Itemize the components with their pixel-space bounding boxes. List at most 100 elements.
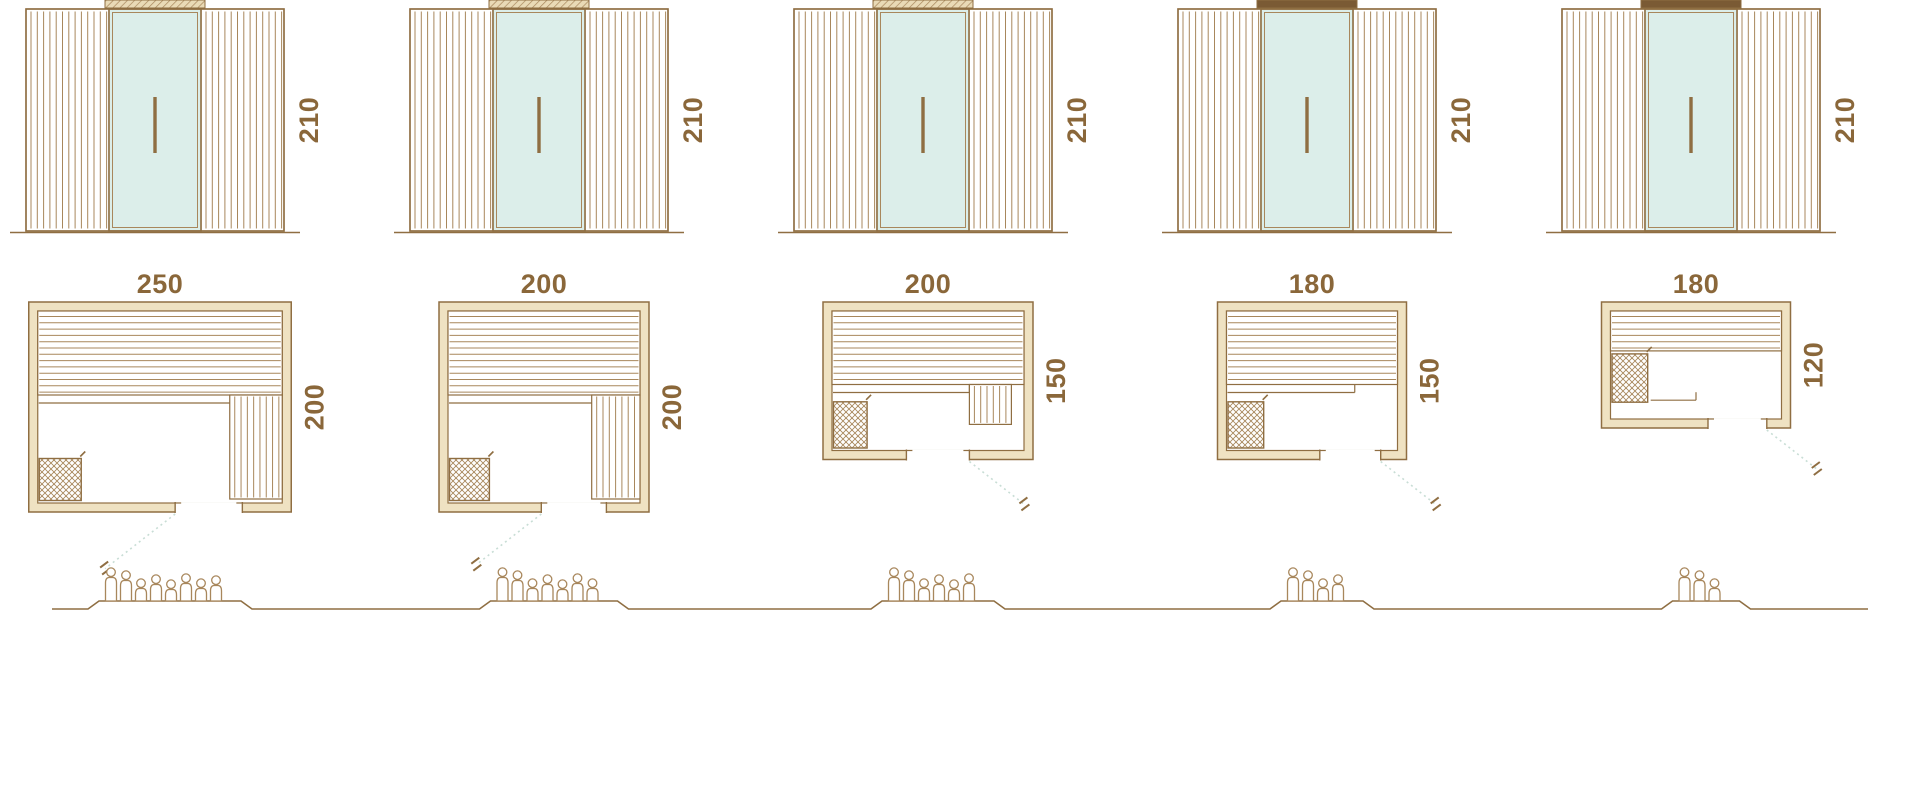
door-swing-dashed-line bbox=[1766, 429, 1818, 470]
heater bbox=[1611, 346, 1653, 403]
depth-dimension-label: 200 bbox=[299, 384, 329, 431]
elevation-top-edge bbox=[872, 0, 974, 9]
floor-plan-sauna-180x120: 180 120 bbox=[1600, 269, 1829, 476]
depth-dimension-label: 120 bbox=[1799, 342, 1829, 389]
wood-slat-panel bbox=[1561, 8, 1646, 232]
person-icon bbox=[962, 573, 976, 602]
bench-right bbox=[591, 394, 641, 500]
person-icon bbox=[887, 567, 901, 602]
bench-top bbox=[831, 310, 1025, 386]
open-door-leaf-mark bbox=[470, 556, 482, 572]
door-opening bbox=[1708, 418, 1767, 430]
person-icon bbox=[104, 567, 118, 602]
glass-door-inner-frame bbox=[1648, 12, 1734, 228]
capacity-group-sauna-180x120 bbox=[1678, 567, 1721, 602]
glass-door-inner-frame bbox=[112, 12, 198, 228]
wood-slat-panel bbox=[1736, 8, 1821, 232]
depth-dimension-label: 150 bbox=[1415, 357, 1445, 404]
wood-slat-panel bbox=[793, 8, 878, 232]
open-door-leaf-mark bbox=[1811, 461, 1823, 476]
bench-step-edge bbox=[1650, 392, 1697, 401]
door-opening bbox=[175, 502, 243, 514]
bench-step-edge bbox=[833, 384, 970, 394]
width-dimension-label: 200 bbox=[905, 269, 952, 299]
cabin-outer-frame bbox=[409, 8, 669, 232]
door-swing-dashed-line bbox=[104, 513, 176, 570]
person-icon bbox=[1678, 567, 1691, 602]
floor-plan-sauna-200x200: 200 200 bbox=[438, 269, 687, 572]
person-icon bbox=[1286, 567, 1300, 602]
width-dimension-label: 180 bbox=[1289, 269, 1336, 299]
heater bbox=[1227, 394, 1269, 449]
elevation-sauna-180x150: 210 bbox=[1162, 0, 1476, 234]
person-icon bbox=[511, 570, 524, 602]
person-icon bbox=[1708, 578, 1721, 602]
wood-slat-panel bbox=[1177, 8, 1262, 232]
bench-right bbox=[229, 394, 283, 500]
width-dimension-label: 250 bbox=[137, 269, 184, 299]
depth-dimension-label: 200 bbox=[657, 384, 687, 431]
person-icon bbox=[947, 579, 961, 602]
bench-right bbox=[968, 383, 1012, 426]
elevation-top-edge bbox=[1256, 0, 1358, 9]
cabin-outer-frame bbox=[1177, 8, 1437, 232]
glass-door-inner-frame bbox=[880, 12, 966, 228]
width-dimension-label: 180 bbox=[1673, 269, 1720, 299]
capacity-group-sauna-250x200 bbox=[104, 567, 223, 602]
ground-line bbox=[52, 600, 1868, 610]
person-icon bbox=[496, 567, 509, 602]
height-dimension-label: 210 bbox=[1062, 97, 1092, 144]
wood-slat-panel bbox=[584, 8, 669, 232]
wood-slat-panel bbox=[409, 8, 494, 232]
capacity-group-sauna-180x150 bbox=[1286, 567, 1345, 602]
heater bbox=[832, 394, 872, 449]
door-swing-dashed-line bbox=[968, 460, 1025, 506]
person-icon bbox=[209, 575, 223, 602]
elevation-sauna-200x150: 210 bbox=[778, 0, 1092, 234]
bench-top bbox=[37, 310, 283, 396]
person-icon bbox=[1316, 578, 1330, 602]
elevation-sauna-180x120: 210 bbox=[1546, 0, 1860, 234]
person-icon bbox=[526, 578, 539, 602]
capacity-group-sauna-200x150 bbox=[887, 567, 976, 602]
width-dimension-label: 200 bbox=[521, 269, 568, 299]
height-dimension-label: 210 bbox=[1446, 97, 1476, 144]
door-opening bbox=[541, 502, 607, 514]
person-icon bbox=[917, 578, 931, 602]
bench-top bbox=[447, 310, 641, 396]
elevation-sauna-250x200: 210 bbox=[10, 0, 324, 234]
floor-plan-sauna-180x150: 180 150 bbox=[1216, 269, 1445, 512]
heater bbox=[448, 450, 494, 502]
person-icon bbox=[902, 570, 916, 602]
wood-slat-panel bbox=[1352, 8, 1437, 232]
elevation-top-edge bbox=[1640, 0, 1742, 9]
cabin-outer-frame bbox=[793, 8, 1053, 232]
cabin-outer-frame bbox=[1561, 8, 1821, 232]
elevation-top-edge bbox=[488, 0, 590, 9]
elevation-top-edge bbox=[104, 0, 206, 9]
open-door-leaf-mark bbox=[1430, 496, 1442, 512]
person-icon bbox=[149, 574, 163, 602]
person-icon bbox=[134, 578, 148, 602]
capacity-row bbox=[0, 545, 1920, 640]
height-dimension-label: 210 bbox=[1830, 97, 1860, 144]
wood-slat-panel bbox=[968, 8, 1053, 232]
person-icon bbox=[1693, 570, 1706, 602]
floor-plan-sauna-250x200: 250 200 bbox=[28, 269, 329, 576]
heater bbox=[38, 450, 86, 502]
person-icon bbox=[586, 578, 599, 602]
capacity-group-sauna-200x200 bbox=[496, 567, 599, 602]
door-opening bbox=[1319, 449, 1381, 462]
person-icon bbox=[119, 570, 133, 602]
bench-step-edge bbox=[1227, 384, 1356, 394]
glass-door-inner-frame bbox=[496, 12, 582, 228]
person-icon bbox=[164, 579, 178, 602]
door-opening bbox=[906, 449, 970, 462]
person-icon bbox=[556, 579, 569, 602]
open-door-leaf-mark bbox=[1018, 496, 1030, 512]
bench-top bbox=[1225, 310, 1399, 386]
person-icon bbox=[932, 574, 946, 602]
